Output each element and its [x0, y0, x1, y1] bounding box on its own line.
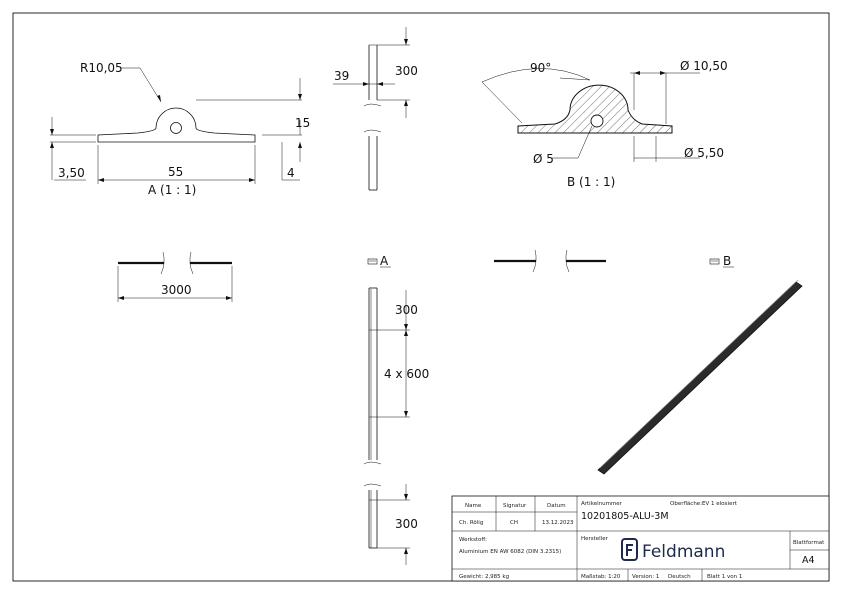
dim-thickness-39: 39 — [334, 69, 349, 83]
section-b-label: B — [723, 254, 731, 268]
tb-signatur: CH — [510, 520, 518, 526]
dim-height-15: 15 — [295, 116, 310, 130]
title-block: Name Signatur Datum Ch. Rölig CH 13.12.2… — [451, 495, 830, 582]
tb-werkstoff: Aluminium EN AW 6082 (DIN 3.2315) — [459, 549, 561, 555]
dim-edge-3-50: 3,50 — [58, 166, 85, 180]
drawing-border — [12, 12, 830, 582]
tb-version: Version: 1 — [632, 574, 659, 580]
view-length-overview: 3000 — [117, 251, 233, 302]
section-a-label: A — [380, 254, 389, 268]
view-rail-vertical: 300 4 x 600 300 — [363, 287, 429, 565]
tb-blattformat: A4 — [802, 555, 815, 566]
tb-header-signatur: Signatur — [503, 503, 527, 509]
tb-oberflaeche-label: Oberfläche: — [670, 501, 702, 507]
dim-length-300-top: 300 — [395, 64, 418, 78]
dim-length-3000: 3000 — [161, 283, 192, 297]
section-marker-b: B — [709, 254, 734, 268]
dim-angle-90: 90° — [530, 61, 551, 75]
tb-oberflaeche: EV 1 eloxiert — [702, 501, 738, 507]
dim-dia-10-50: Ø 10,50 — [680, 59, 728, 73]
view-a-profile: R10,05 15 3,50 55 4 A (1 : 1) — [50, 61, 310, 197]
dim-width-55: 55 — [168, 165, 183, 179]
dim-edge-4: 4 — [287, 166, 295, 180]
dim-pattern-4x600: 4 x 600 — [384, 367, 429, 381]
tb-artikel: 10201805-ALU-3M — [581, 511, 669, 522]
view-a-label: A (1 : 1) — [148, 183, 196, 197]
tb-header-name: Name — [465, 503, 482, 509]
tb-header-datum: Datum — [547, 503, 566, 509]
tb-werkstoff-label: Werkstoff: — [459, 537, 487, 543]
tb-massstab: Maßstab: 1:20 — [581, 574, 621, 580]
view-b-section: 90° Ø 10,50 Ø 5,50 Ø 5 B (1 : 1) — [481, 59, 728, 189]
tb-gewicht: Gewicht: 2,985 kg — [459, 574, 509, 580]
tb-name: Ch. Rölig — [459, 520, 483, 526]
tb-sprache: Deutsch — [668, 574, 691, 580]
tb-artikel-label: Artikelnummer — [581, 501, 623, 507]
dim-dia-5-50: Ø 5,50 — [684, 146, 724, 160]
feldmann-logo-icon — [621, 538, 638, 561]
tb-blattformat-label: Blattformat — [793, 540, 825, 546]
tb-datum: 13.12.2023 — [542, 520, 574, 526]
dim-radius: R10,05 — [80, 61, 123, 75]
section-marker-a: A — [367, 254, 391, 268]
view-side-top: 300 39 — [333, 27, 418, 191]
view-b-label: B (1 : 1) — [567, 175, 615, 189]
tb-blatt: Blatt 1 von 1 — [707, 574, 742, 580]
view-length-overview-right — [494, 249, 606, 273]
dim-dia-5: Ø 5 — [533, 152, 554, 166]
view-rail-isometric — [597, 279, 803, 475]
dim-end-300: 300 — [395, 517, 418, 531]
dim-pitch-300: 300 — [395, 303, 418, 317]
tb-hersteller-label: Hersteller — [581, 536, 609, 542]
logo-text: Feldmann — [642, 542, 725, 562]
